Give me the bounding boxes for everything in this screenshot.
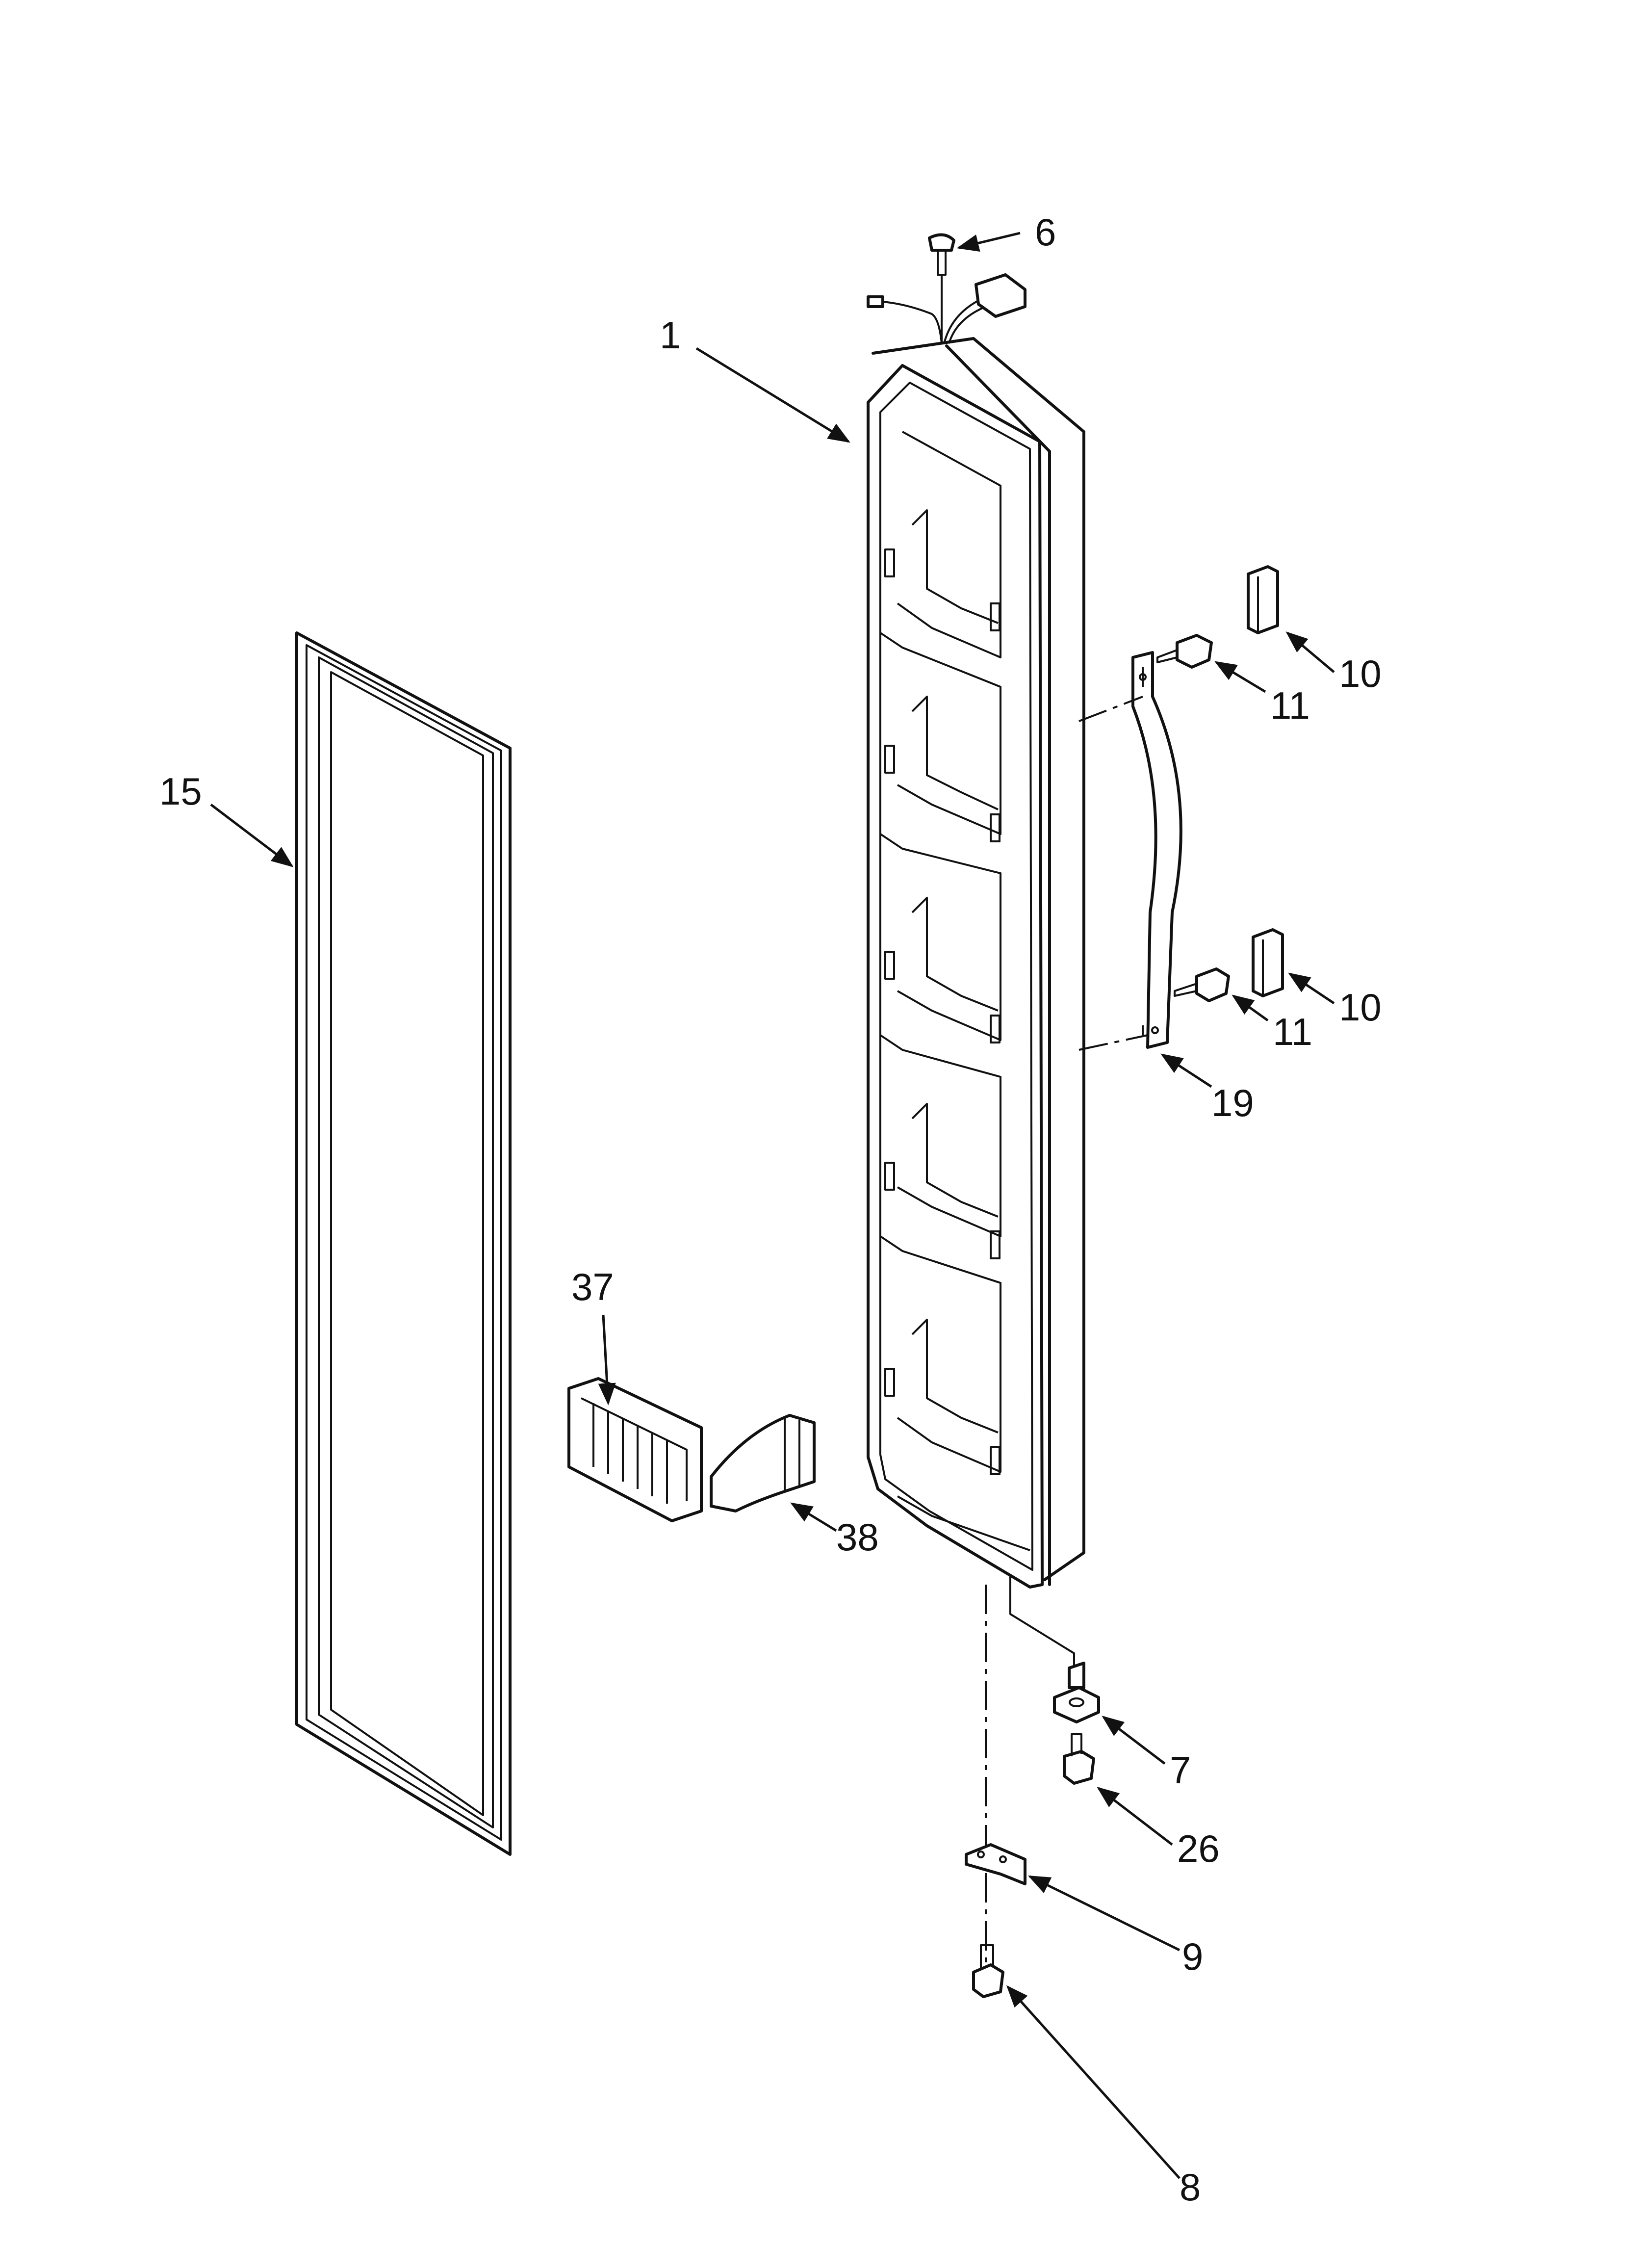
shelf-end-cap <box>710 1414 816 1512</box>
wire-harness-plug <box>867 233 1026 344</box>
leader-10a <box>1285 631 1335 673</box>
leader-38 <box>790 1502 837 1532</box>
shelf-rail <box>567 1377 703 1522</box>
liner-shelf-3 <box>879 833 1001 1043</box>
door-liner-assembly <box>867 337 1085 1589</box>
leader-26 <box>1097 1787 1173 1846</box>
liner-shelf-4 <box>879 1034 1001 1259</box>
leader-6 <box>956 232 1021 252</box>
liner-shelf-2 <box>879 632 1001 842</box>
callout-9: 9 <box>1182 1935 1203 1978</box>
callout-19: 19 <box>1211 1081 1254 1124</box>
callout-1: 1 <box>660 313 681 357</box>
callout-11-lower: 11 <box>1273 1010 1312 1053</box>
leader-1 <box>695 347 850 443</box>
liner-shelf-1 <box>884 431 1001 658</box>
hinge-screw <box>1063 1733 1095 1785</box>
leader-10b <box>1288 972 1335 1005</box>
hinge-plate-screw <box>972 1944 1004 1998</box>
callout-10-upper: 10 <box>1339 652 1382 695</box>
handle-cap-upper <box>1247 565 1279 634</box>
door-gasket <box>295 631 512 1856</box>
callout-8: 8 <box>1180 2165 1201 2209</box>
callout-labels: 1 6 10 11 10 11 19 15 37 38 7 26 9 8 <box>159 210 1382 2209</box>
callout-15: 15 <box>159 770 202 813</box>
callout-11-upper: 11 <box>1270 684 1310 727</box>
handle-cap-lower <box>1252 928 1284 997</box>
handle-screw-lower <box>1174 967 1230 1002</box>
callout-7: 7 <box>1170 1748 1191 1792</box>
leader-lines <box>210 232 1335 2179</box>
callout-38: 38 <box>836 1515 879 1559</box>
door-handle <box>1078 651 1182 1051</box>
hinge-pin <box>1053 1662 1100 1723</box>
hinge-bracket-line <box>1009 1575 1075 1683</box>
leader-11b <box>1232 994 1269 1022</box>
liner-shelf-5 <box>879 1235 1001 1475</box>
callout-37: 37 <box>571 1265 614 1308</box>
hinge-plate <box>965 1843 1026 1885</box>
callout-10-lower: 10 <box>1339 986 1382 1029</box>
callout-26: 26 <box>1177 1827 1220 1870</box>
leader-37 <box>598 1314 616 1406</box>
handle-screw-upper <box>1156 634 1213 669</box>
leader-9 <box>1027 1875 1180 1952</box>
leader-11a <box>1214 661 1266 693</box>
leader-15 <box>210 804 294 867</box>
leader-7 <box>1102 1716 1166 1765</box>
leader-8 <box>1006 1985 1180 2179</box>
callout-6: 6 <box>1035 210 1056 254</box>
leader-19 <box>1160 1053 1212 1088</box>
